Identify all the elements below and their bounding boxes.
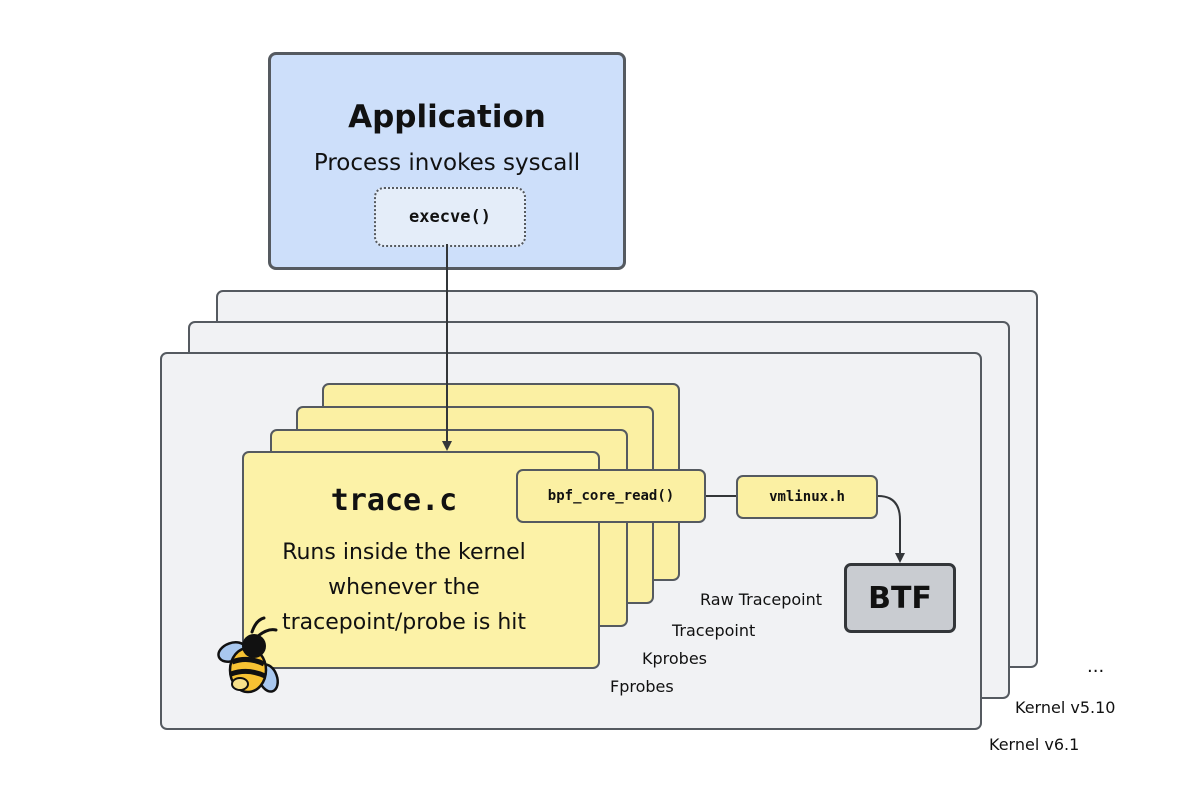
program-description-line: tracepoint/probe is hit <box>281 610 527 635</box>
kernel-version-label: Kernel v6.1 <box>989 735 1080 754</box>
kernel-more-indicator: ... <box>1087 656 1105 677</box>
application-box: Application Process invokes syscall exec… <box>268 52 626 270</box>
program-description: Runs inside the kernel whenever the trac… <box>244 535 564 640</box>
btf-box: BTF <box>844 563 956 633</box>
application-title: Application <box>348 99 546 135</box>
attach-type-kprobes: Kprobes <box>642 649 707 668</box>
vmlinux-header-label: vmlinux.h <box>769 489 845 505</box>
bpf-core-read-chip: bpf_core_read() <box>516 469 706 523</box>
bee-icon <box>217 616 279 694</box>
kernel-version-label: Kernel v5.10 <box>1015 698 1116 717</box>
vmlinux-header-chip: vmlinux.h <box>736 475 878 519</box>
header-to-btf-arrow <box>877 495 905 563</box>
application-subtitle: Process invokes syscall <box>313 150 581 176</box>
program-title: trace.c <box>330 483 458 518</box>
attach-type-raw-tracepoint: Raw Tracepoint <box>700 590 822 609</box>
bpf-core-read-label: bpf_core_read() <box>547 488 675 504</box>
syscall-box: execve() <box>374 187 526 247</box>
attach-type-tracepoint: Tracepoint <box>672 621 756 640</box>
syscall-label: execve() <box>409 207 491 227</box>
btf-label: BTF <box>868 580 932 616</box>
program-description-line: Runs inside the kernel <box>282 540 526 565</box>
program-description-line: whenever the <box>328 575 480 600</box>
attach-type-fprobes: Fprobes <box>610 677 674 696</box>
